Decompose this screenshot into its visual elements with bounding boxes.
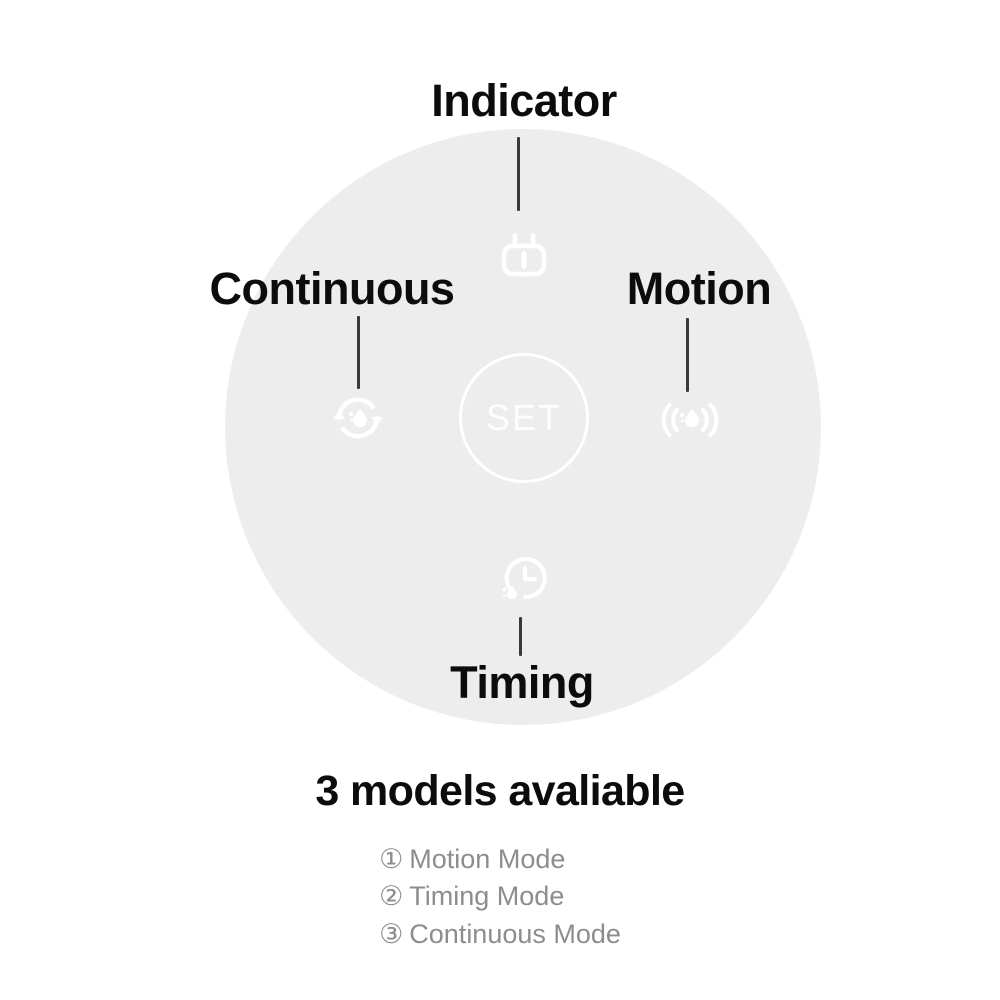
set-button-label: SET [485,397,562,438]
clock-droplet-icon [491,546,555,610]
mode-label-1: Motion Mode [409,844,566,874]
connector-line-continuous [357,316,360,389]
mode-label-3: Continuous Mode [409,918,621,949]
plug-icon [492,222,556,286]
callout-label-indicator: Indicator [431,75,617,126]
callout-label-continuous: Continuous [209,263,455,314]
set-button[interactable]: SET [459,353,589,483]
connector-line-indicator [517,137,520,211]
connector-line-timing [519,617,522,656]
mode-number-3: ③ [379,918,404,949]
callout-label-motion: Motion [626,263,772,314]
mode-number-1: ① [379,844,404,874]
callout-label-timing: Timing [450,657,594,708]
cycle-droplet-icon [326,386,390,450]
connector-line-motion [686,318,689,392]
mode-number-2: ② [379,881,404,912]
models-available-title: 3 models avaliable [315,767,685,815]
motion-wave-droplet-icon [656,386,720,450]
mode-label-2: Timing Mode [409,881,565,912]
